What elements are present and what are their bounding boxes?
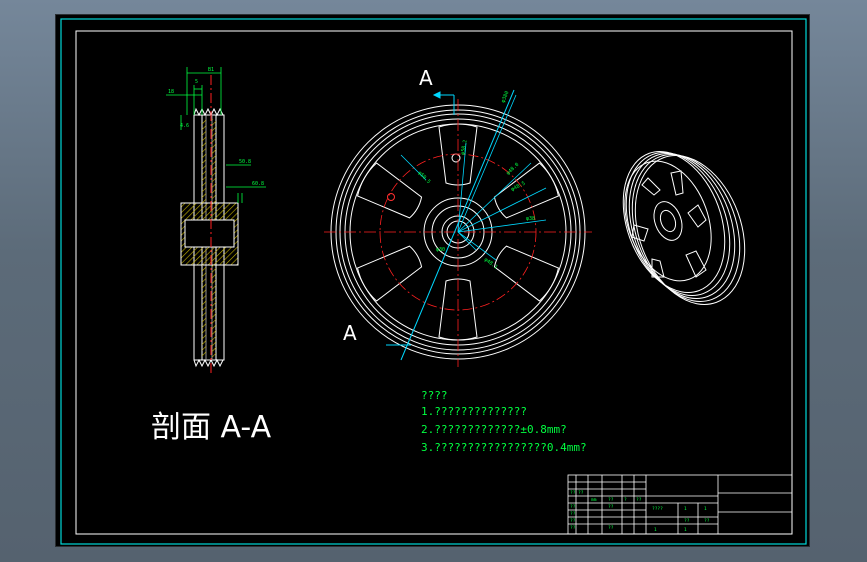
- section-title: 剖面 A-A: [151, 410, 272, 445]
- outer-frame: [60, 18, 807, 545]
- tb-cell: 1: [684, 527, 687, 533]
- front-dim-8: φ30: [436, 247, 445, 253]
- tb-cell: ??: [578, 490, 584, 496]
- front-dim-1: φ380: [500, 90, 510, 103]
- drawing-sheet: B1 5 18 4.6 50.8 60.8 剖面 A-A: [55, 14, 810, 547]
- isometric-view: [622, 151, 746, 305]
- title-block-text: ?? ?? mm ?? ? ?? ?? ?? ?? ?? ?? ?? ???? …: [570, 490, 710, 533]
- dim-top-c: 18: [168, 89, 174, 95]
- tb-cell: ??: [608, 525, 614, 531]
- front-leaders: [400, 94, 547, 261]
- front-dim-7: φ48.1: [483, 257, 499, 271]
- section-label-top: A: [419, 66, 433, 90]
- tb-cell: ?: [624, 497, 627, 503]
- dim-top-b: 5: [195, 79, 198, 85]
- section-label-bottom: A: [343, 321, 357, 345]
- front-dim-3: φ58.2: [460, 139, 469, 155]
- tb-cell: 1: [684, 506, 687, 512]
- tb-cell: ??: [570, 511, 576, 517]
- tb-cell: ??: [570, 518, 576, 524]
- dim-left-a: 4.6: [180, 123, 189, 129]
- title-block: [567, 474, 793, 535]
- dim-right-b: 60.8: [252, 181, 264, 187]
- front-dim-6: φ38: [526, 216, 535, 222]
- tb-cell: ??: [636, 497, 642, 503]
- tb-cell: 1: [654, 527, 657, 533]
- front-dim-2: φ50.5: [417, 170, 432, 185]
- inner-frame: [75, 30, 793, 535]
- notes-line-2: 2.?????????????±0.8mm?: [421, 423, 567, 436]
- dim-right-a: 50.8: [239, 159, 251, 165]
- notes-line-3: 3.?????????????????0.4mm?: [421, 441, 587, 454]
- tb-cell: mm: [591, 498, 597, 503]
- front-centerlines: [324, 99, 592, 367]
- drawing-canvas: B1 5 18 4.6 50.8 60.8 剖面 A-A: [60, 18, 807, 545]
- section-cut-line: [386, 89, 515, 361]
- section-view: [180, 75, 239, 375]
- tb-cell: ??: [608, 504, 614, 510]
- section-dimensions: [166, 67, 266, 203]
- technical-notes: ???? 1.?????????????? 2.?????????????±0.…: [421, 389, 587, 454]
- tb-cell: ??: [608, 497, 614, 503]
- dim-top-a: B1: [208, 67, 214, 73]
- tb-cell: ????: [652, 506, 663, 512]
- tb-cell: 1: [704, 506, 707, 512]
- front-dim-4: φ48.0: [505, 162, 520, 177]
- tb-cell: ??: [570, 504, 576, 510]
- tb-cell: ??: [704, 518, 710, 524]
- section-dimension-text: B1 5 18 4.6 50.8 60.8: [168, 67, 264, 187]
- notes-line-1: 1.??????????????: [421, 405, 527, 418]
- tb-cell: ??: [570, 490, 576, 496]
- notes-heading: ????: [421, 389, 448, 402]
- tb-cell: ??: [684, 518, 690, 524]
- tb-cell: ??: [570, 525, 576, 531]
